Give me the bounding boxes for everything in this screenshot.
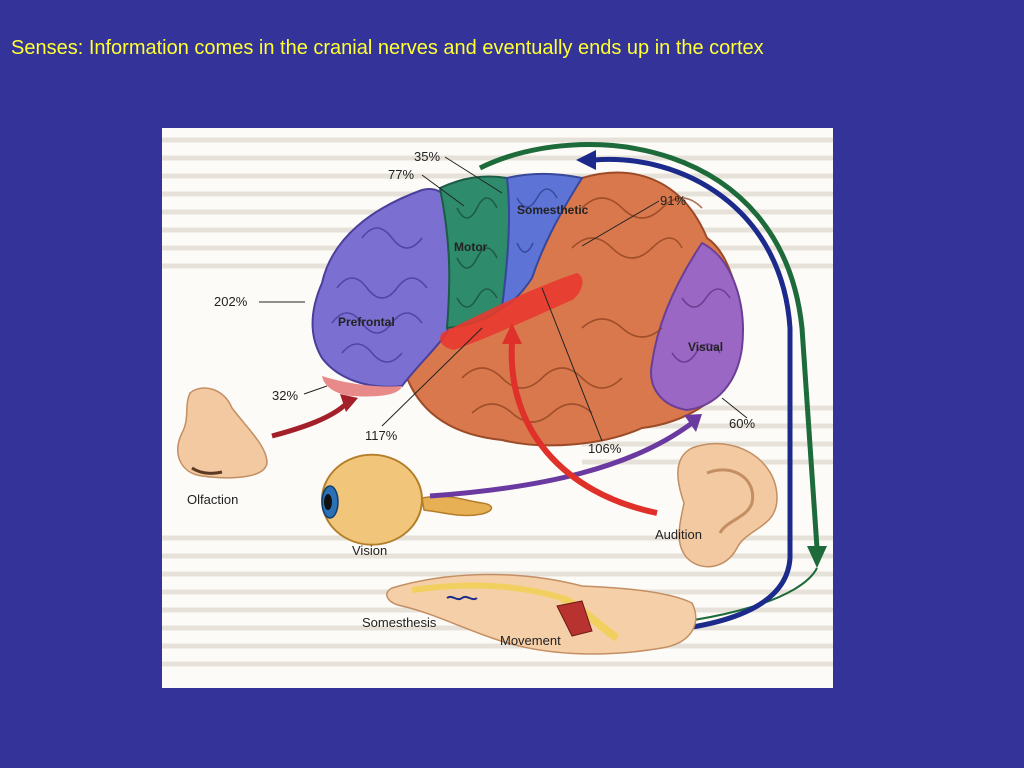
vision-arrow: [429, 414, 702, 499]
label-movement: Movement: [500, 633, 561, 648]
olfaction-arrow: [271, 394, 358, 439]
label-somesthesis: Somesthesis: [362, 615, 437, 630]
label-vision: Vision: [352, 543, 387, 558]
label-202-percent: 202%: [214, 294, 248, 309]
label-audition: Audition: [655, 527, 702, 542]
label-35-percent: 35%: [414, 149, 440, 164]
label-77-percent: 77%: [388, 167, 414, 182]
visual-cortex: [650, 241, 744, 412]
audition-arrow: [502, 323, 658, 516]
slide-title: Senses: Information comes in the cranial…: [11, 37, 764, 59]
hand-illustration: [386, 573, 697, 655]
label-117-percent: 117%: [365, 428, 398, 443]
brain-senses-figure: Motor Somesthetic Prefrontal Visual 35% …: [162, 128, 833, 688]
label-prefrontal: Prefrontal: [338, 315, 395, 329]
ear-illustration: [677, 442, 778, 568]
label-somesthetic: Somesthetic: [517, 203, 589, 217]
nose-illustration: [177, 387, 268, 479]
label-60-percent: 60%: [729, 416, 755, 431]
somesthetic-cortex: [500, 172, 584, 310]
olfactory-cortex: [322, 376, 402, 397]
label-32-percent: 32%: [272, 388, 298, 403]
label-106-percent: 106%: [588, 441, 622, 456]
eye-illustration: [321, 453, 493, 546]
auditory-cortex: [440, 273, 583, 350]
label-visual: Visual: [688, 340, 723, 354]
somesthesis-pathway-arrow: [576, 150, 793, 637]
brain: Motor Somesthetic Prefrontal Visual: [311, 171, 744, 447]
percent-leader-lines: [259, 156, 748, 442]
label-olfaction: Olfaction: [187, 492, 238, 507]
brain-gyri-texture: [331, 188, 731, 423]
label-91-percent: 91%: [660, 193, 686, 208]
label-motor: Motor: [454, 240, 488, 254]
